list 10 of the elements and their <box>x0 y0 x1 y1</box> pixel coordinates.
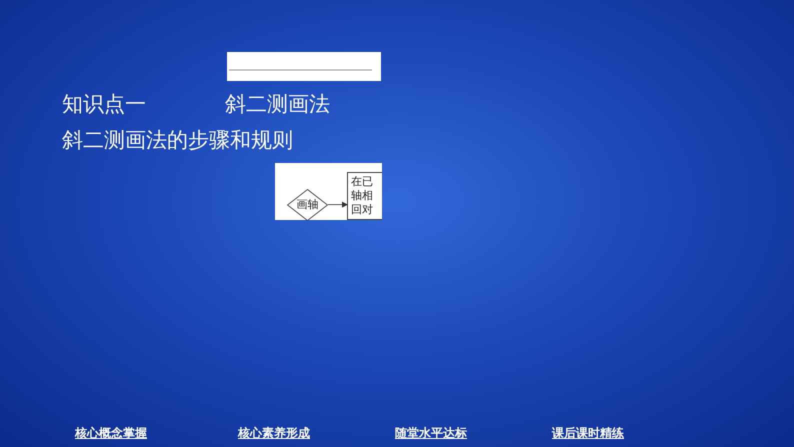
arrow <box>328 202 348 208</box>
nav-link: 课后课时精练 <box>552 425 624 442</box>
heading: 斜二测画法 <box>225 94 330 115</box>
process-box: 在已轴相回对 <box>347 172 382 220</box>
decision-diamond: 画轴 <box>287 189 328 221</box>
nav-link: 核心素养形成 <box>238 425 310 442</box>
subheading: 斜二测画法的步骤和规则 <box>62 130 293 151</box>
nav-link: 随堂水平达标 <box>395 425 467 442</box>
nav-link: 核心概念掌握 <box>75 425 147 442</box>
heading: 知识点一 <box>62 94 146 115</box>
